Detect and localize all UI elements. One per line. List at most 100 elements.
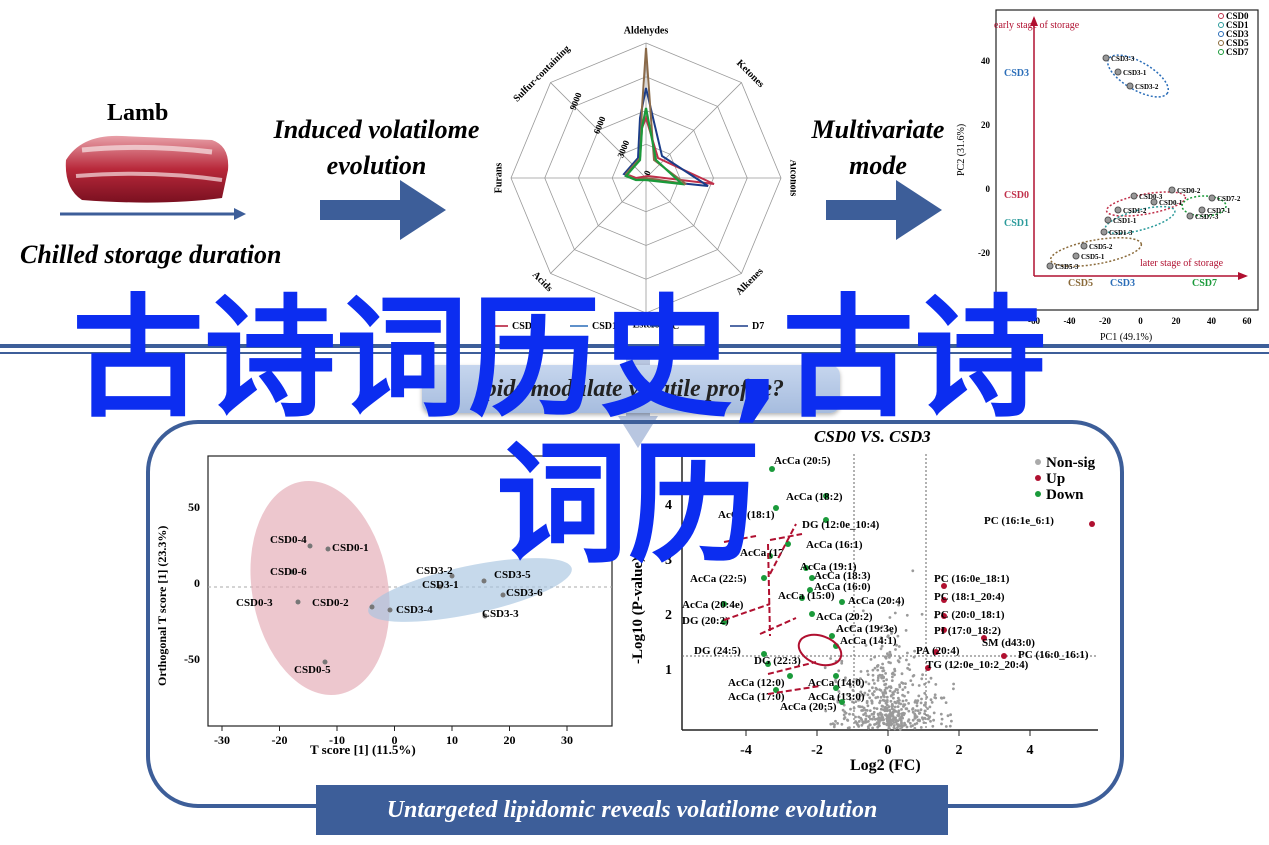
volcano-nonsig-point (896, 705, 900, 708)
volcano-nonsig-point (843, 710, 847, 714)
oplsda-x-tick: -30 (214, 733, 230, 747)
volcano-nonsig-point (829, 722, 833, 726)
volcano-x-tick: 0 (885, 743, 892, 758)
oplsda-x-tick: 20 (504, 733, 516, 747)
volcano-nonsig-point (878, 717, 881, 721)
section-divider-top (0, 344, 1269, 348)
volcano-nonsig-point (934, 683, 938, 686)
volcano-legend-label: Non-sig (1046, 455, 1096, 471)
pca-point (1150, 198, 1158, 206)
chilled-storage-caption: Chilled storage duration (20, 240, 282, 269)
pca-ellipse-csd7 (1181, 195, 1227, 217)
volcano-nonsig-point (871, 668, 875, 672)
volcano-nonsig-point (890, 707, 894, 711)
volcano-down-point (799, 595, 805, 601)
volcano-nonsig-point (879, 647, 883, 651)
volcano-nonsig-point (872, 715, 876, 719)
volcano-down-point (823, 493, 829, 499)
pca-point (1104, 216, 1112, 224)
volcano-nonsig-point (879, 695, 883, 699)
volcano-nonsig-point (886, 721, 890, 724)
volcano-nonsig-point (895, 643, 898, 647)
volcano-nonsig-point (900, 672, 904, 676)
oplsda-corner-label: CSD3 (558, 465, 591, 480)
oplsda-point (449, 573, 455, 579)
volcano-nonsig-point (873, 666, 877, 670)
volcano-nonsig-point (840, 659, 844, 663)
volcano-nonsig-point (952, 682, 955, 686)
volcano-point-label: PI (17:0_18:2) (934, 625, 1001, 637)
volcano-nonsig-point (891, 671, 895, 675)
pca-group-csd0: CSD0 (1004, 190, 1029, 201)
volcano-nonsig-point (849, 707, 852, 711)
volcano-nonsig-point (846, 718, 849, 722)
volcano-point-label: AcCa (19:3e) (836, 623, 898, 635)
volcano-nonsig-point (904, 629, 908, 632)
volcano-nonsig-point (916, 709, 920, 713)
volcano-nonsig-point (867, 682, 871, 686)
volcano-nonsig-point (882, 679, 886, 683)
volcano-nonsig-point (849, 685, 852, 689)
volcano-nonsig-point (913, 712, 917, 716)
volcano-nonsig-point (876, 664, 880, 667)
oplsda-y-tick: -50 (184, 652, 200, 666)
volcano-nonsig-point (893, 667, 896, 671)
volcano-nonsig-point (871, 678, 875, 682)
volcano-nonsig-point (879, 711, 882, 715)
volcano-nonsig-point (892, 721, 896, 724)
volcano-point-label: AcCa (20:2) (816, 611, 873, 623)
volcano-nonsig-point (893, 611, 897, 615)
pca-legend-label: CSD7 (1226, 47, 1249, 57)
radar-series-csd7 (624, 107, 686, 186)
volcano-nonsig-point (871, 692, 874, 696)
volcano-title: CSD0 VS. CSD3 (814, 427, 931, 446)
volcano-nonsig-point (920, 677, 924, 681)
volcano-nonsig-point (875, 707, 879, 710)
volcano-down-point (839, 599, 845, 605)
volcano-nonsig-point (876, 676, 880, 680)
volcano-nonsig-point (864, 721, 867, 724)
volcano-down-point (761, 575, 767, 581)
volcano-nonsig-point (915, 704, 919, 708)
volcano-nonsig-point (918, 719, 921, 723)
volcano-nonsig-point (894, 716, 897, 720)
volcano-nonsig-point (877, 723, 881, 727)
volcano-nonsig-point (905, 613, 909, 617)
volcano-nonsig-point (901, 688, 905, 691)
oplsda-x-tick: 10 (446, 733, 458, 747)
pca-point (1072, 252, 1080, 260)
pca-x-tick: -60 (1028, 316, 1040, 326)
volcano-nonsig-point (883, 691, 886, 694)
radar-tick-label: 3000 (615, 138, 631, 159)
volcano-point-label: AcCa (14:1) (840, 635, 897, 647)
volcano-nonsig-point (897, 712, 901, 716)
volcano-nonsig-point (880, 704, 884, 708)
volcano-up-point (1001, 653, 1007, 659)
volcano-nonsig-point (854, 700, 858, 703)
volcano-nonsig-point (859, 670, 863, 673)
volcano-nonsig-point (897, 723, 900, 726)
volcano-nonsig-point (864, 680, 868, 684)
pca-group-csd1: CSD1 (1004, 218, 1029, 229)
volcano-nonsig-point (898, 727, 902, 731)
volcano-nonsig-point (848, 712, 851, 716)
volcano-nonsig-point (888, 650, 892, 654)
volcano-nonsig-point (866, 693, 870, 697)
volcano-x-tick: -4 (740, 743, 752, 758)
volcano-nonsig-point (917, 684, 921, 687)
radar-legend-label: CSD1 (592, 321, 617, 332)
induced-volatilome-label: Induced volatilome evolution (254, 112, 499, 184)
volcano-nonsig-point (905, 658, 908, 662)
volcano-nonsig-point (940, 717, 944, 721)
volcano-nonsig-point (875, 721, 879, 724)
radar-axis-label: Alcohols (788, 160, 796, 197)
volcano-nonsig-point (857, 725, 861, 728)
volcano-nonsig-point (898, 683, 901, 687)
oplsda-point (295, 599, 301, 605)
volcano-nonsig-point (923, 712, 926, 715)
radar-legend-label: CSD0 (512, 321, 537, 332)
volcano-nonsig-point (887, 705, 891, 709)
